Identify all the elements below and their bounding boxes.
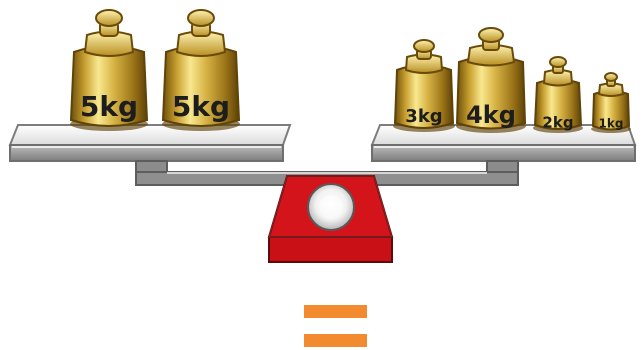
scale-base [269, 176, 392, 262]
weight-label-right-3: 2kg [542, 114, 573, 132]
left-pan [10, 125, 290, 161]
weight-label-right-2: 4kg [466, 101, 516, 129]
weight-right-3kg: 3kg [393, 40, 455, 132]
weight-label-left-2: 5kg [172, 90, 230, 123]
equals-sign-icon [304, 305, 367, 347]
weight-right-4kg: 4kg [456, 28, 526, 133]
weight-right-2kg: 2kg [533, 57, 583, 133]
weight-label-right-4: 1kg [599, 117, 624, 131]
weight-label-left-1: 5kg [80, 90, 138, 123]
weight-right-1kg: 1kg [591, 73, 631, 133]
weight-left-1: 5kg [70, 10, 148, 131]
weight-left-2: 5kg [162, 10, 240, 131]
weight-label-right-1: 3kg [405, 106, 442, 127]
